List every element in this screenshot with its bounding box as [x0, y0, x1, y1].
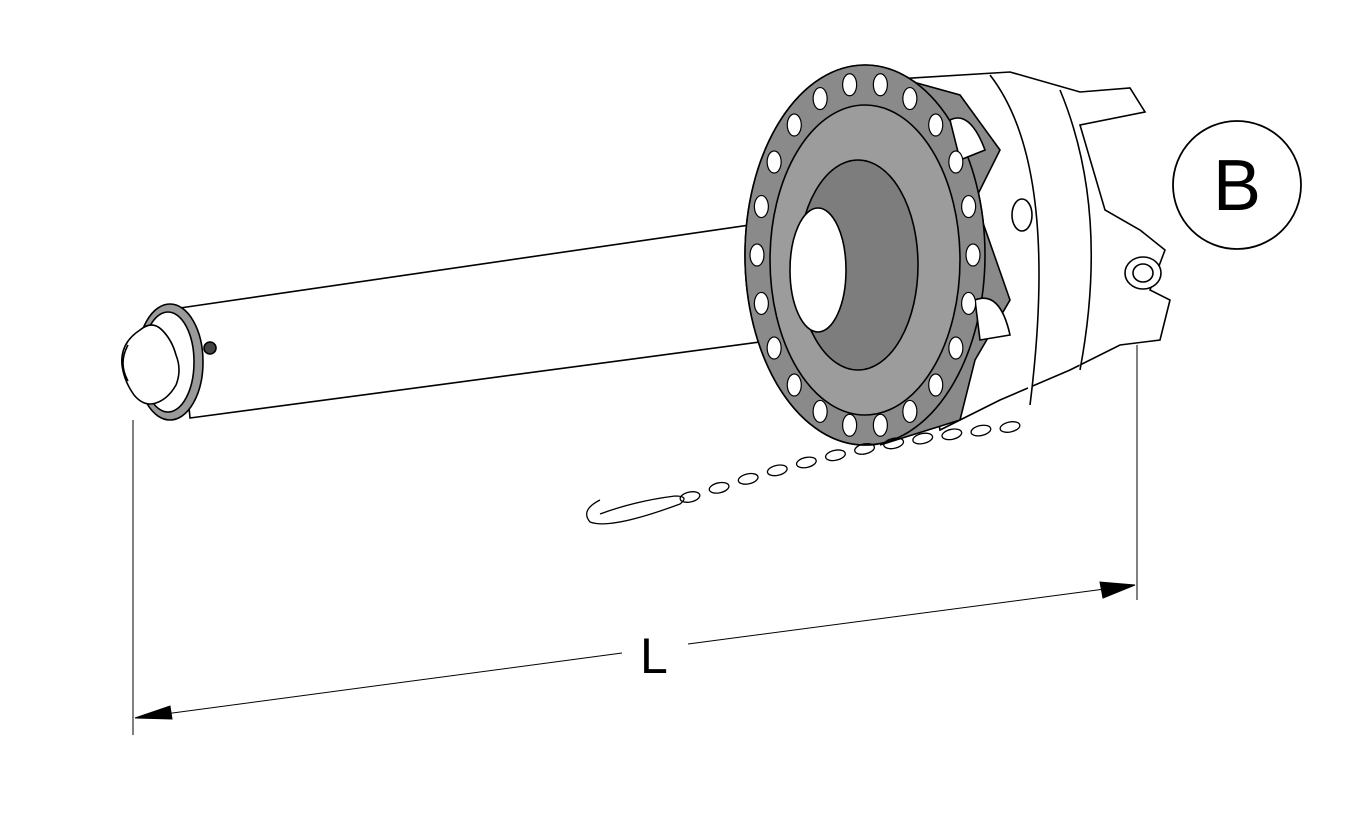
chain-link [854, 442, 876, 455]
chain-link [883, 437, 905, 450]
callout-label: B [1213, 146, 1261, 226]
chain-link [912, 432, 934, 445]
protective-guard [744, 64, 1011, 446]
guard-hole [902, 86, 918, 111]
chain-hook [586, 495, 685, 525]
guard-hole [872, 73, 888, 97]
guard-hole [928, 373, 944, 397]
chain-link [999, 421, 1021, 433]
shaft-tube [179, 217, 829, 419]
dimension-label: L [640, 628, 668, 684]
chain-link [795, 456, 817, 469]
dimension-line-l [134, 581, 1136, 720]
chain-link [970, 424, 992, 437]
chain-link [708, 481, 730, 494]
guard-holes [749, 73, 981, 437]
guard-hole [948, 336, 964, 360]
guard-hole [965, 243, 981, 267]
guard-hole [948, 150, 964, 174]
guard-hole [749, 243, 765, 267]
guard-hole [786, 113, 802, 137]
guard-hole [766, 150, 782, 174]
guard-hole [766, 336, 782, 360]
guard-hole [753, 194, 769, 219]
chain-link [679, 491, 701, 503]
guard-hole [753, 291, 769, 316]
guard-hole [961, 194, 977, 219]
chain-link [737, 472, 759, 485]
safety-chain [586, 421, 1021, 525]
chain-link [941, 428, 963, 441]
splined-profile [121, 324, 180, 405]
callout-circle [1172, 120, 1302, 250]
guard-hole [812, 86, 828, 111]
chain-link [766, 464, 788, 477]
guard-hole [872, 413, 888, 437]
guard-hole [961, 291, 977, 316]
chain-link [824, 449, 846, 462]
guard-hole [812, 399, 828, 424]
guard-hole [842, 413, 858, 437]
guard-hole [842, 73, 858, 97]
guard-hole [902, 399, 918, 424]
guard-hole [928, 113, 944, 137]
guard-hole [786, 373, 802, 397]
shaft-end-ring [121, 303, 204, 421]
